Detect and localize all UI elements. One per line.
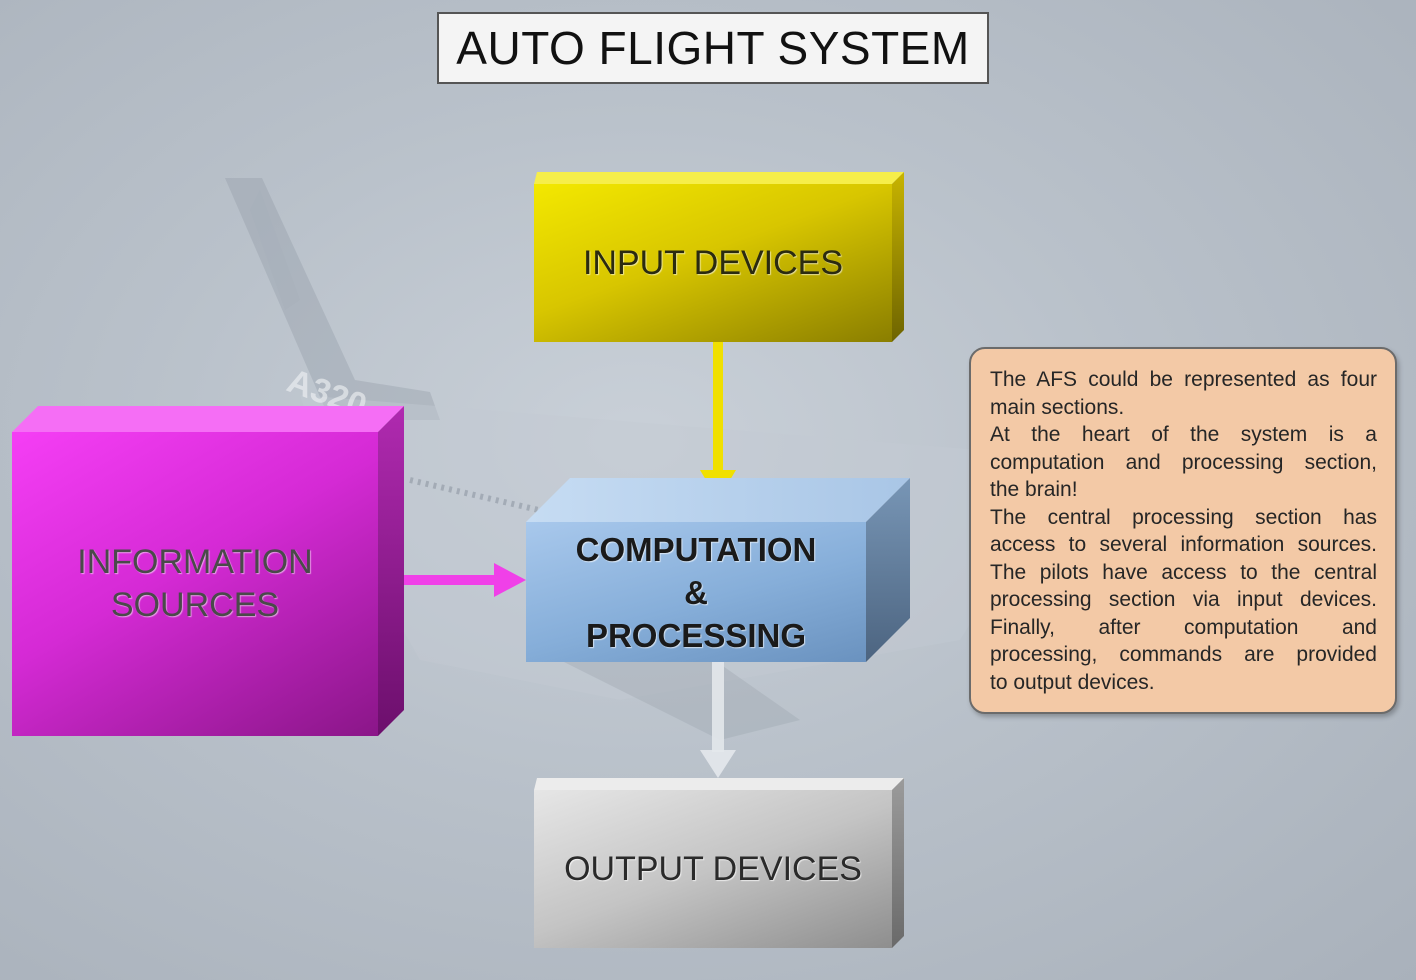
computation-label-line-2: & (684, 573, 708, 611)
computation-label-line-3: PROCESSING (585, 616, 807, 654)
description-line-7: access to several information sources. (990, 533, 1377, 556)
information-sources-block-side-face (378, 406, 404, 736)
computation-label-line-1: COMPUTATION (575, 530, 817, 568)
computation-processing-block-front-face: COMPUTATION & PROCESSING (526, 522, 866, 662)
output-devices-block: OUTPUT DEVICES (534, 778, 904, 948)
output-devices-label: OUTPUT DEVICES (564, 849, 862, 888)
description-line-6: The central processing section has (990, 505, 1377, 529)
output-devices-block-side-face (892, 778, 904, 948)
input-devices-block-front-face: INPUT DEVICES (534, 184, 892, 342)
output-devices-block-top-face (534, 778, 904, 790)
description-line-12: to output devices. (990, 670, 1155, 694)
description-line-9: processing section via input devices. (990, 588, 1377, 611)
description-line-4: computation and processing section, (990, 450, 1377, 474)
output-devices-block-front-face: OUTPUT DEVICES (534, 790, 892, 948)
input-devices-block-side-face (892, 172, 904, 342)
information-sources-block-front-face: INFORMATION SOURCES (12, 432, 378, 736)
description-callout: The AFS could be represented as four mai… (969, 347, 1397, 714)
description-line-10: Finally, after computation and (990, 615, 1377, 639)
description-line-8: The pilots have access to the central (990, 560, 1377, 584)
description-line-5: the brain! (990, 478, 1078, 501)
input-devices-label: INPUT DEVICES (582, 243, 844, 282)
information-sources-block-top-face (12, 406, 404, 432)
diagram-title: AUTO FLIGHT SYSTEM (437, 12, 989, 84)
information-sources-block: INFORMATION SOURCES (12, 406, 404, 736)
description-line-11: processing, commands are provided (990, 643, 1377, 666)
information-sources-label-line-2: SOURCES (110, 586, 280, 624)
information-sources-label-line-1: INFORMATION (77, 543, 313, 581)
input-devices-block-top-face (534, 172, 904, 184)
description-line-2: main sections. (990, 395, 1125, 419)
description-line-3: At the heart of the system is a (990, 423, 1377, 446)
computation-processing-block: COMPUTATION & PROCESSING (526, 478, 910, 662)
computation-processing-block-top-face (526, 478, 910, 522)
description-line-1: The AFS could be represented as four (990, 368, 1377, 391)
input-devices-block: INPUT DEVICES (534, 172, 904, 342)
